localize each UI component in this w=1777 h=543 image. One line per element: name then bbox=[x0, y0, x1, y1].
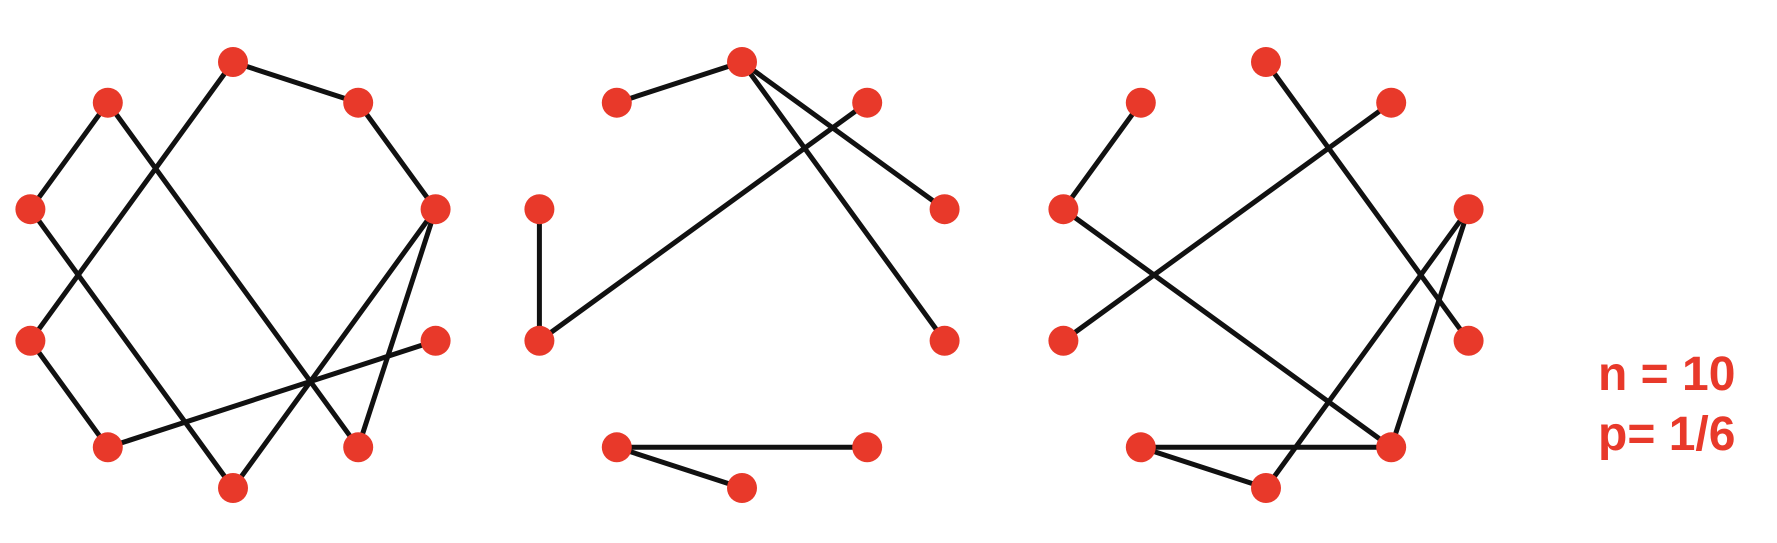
graph-1-vertex-3 bbox=[420, 194, 451, 225]
graph-1-edge-3 bbox=[105, 338, 439, 450]
graph-2-vertex-2 bbox=[852, 87, 883, 118]
p-label: p= 1/6 bbox=[1598, 408, 1736, 461]
graph-1-vertex-10 bbox=[92, 87, 123, 118]
graph-2-vertex-4 bbox=[929, 325, 960, 356]
graph-1-edge-9 bbox=[27, 338, 111, 450]
graph-3-vertex-8 bbox=[1048, 325, 1079, 356]
graph-3-vertex-1 bbox=[1251, 47, 1281, 77]
graph-2-vertex-7 bbox=[601, 432, 632, 463]
graph-2-vertex-8 bbox=[524, 325, 555, 356]
graph-1-vertex-2 bbox=[343, 87, 374, 118]
graph-2-vertex-6 bbox=[727, 473, 757, 503]
graph-1-vertex-9 bbox=[15, 194, 46, 225]
graph-1-edge-10 bbox=[27, 100, 111, 212]
graph-2-edge-1 bbox=[614, 59, 745, 106]
parameter-legend: n = 10 p= 1/6 bbox=[1598, 345, 1735, 465]
graph-2-edge-7 bbox=[536, 100, 870, 344]
graph-3-vertex-4 bbox=[1453, 325, 1484, 356]
graph-1-edge-6 bbox=[230, 206, 439, 491]
graph-1-vertex-4 bbox=[420, 325, 451, 356]
graph-3-edge-1 bbox=[1263, 59, 1472, 344]
graph-2-vertex-9 bbox=[524, 194, 555, 225]
graph-1-edge-2 bbox=[355, 100, 439, 212]
graph-2-vertex-5 bbox=[852, 432, 883, 463]
graph-3-edge-5 bbox=[1388, 206, 1472, 450]
graph-1-edge-5 bbox=[355, 206, 439, 450]
graph-1-vertex-7 bbox=[92, 432, 123, 463]
graph-3-vertex-3 bbox=[1453, 194, 1484, 225]
graph-2-edge-2 bbox=[614, 444, 745, 491]
graph-1-vertex-6 bbox=[218, 473, 248, 503]
graph-3-edge-2 bbox=[1138, 444, 1269, 491]
graph-1-edge-8 bbox=[27, 206, 236, 491]
graph-3-vertex-10 bbox=[1125, 87, 1156, 118]
graph-3-vertex-7 bbox=[1125, 432, 1156, 463]
graph-3-edge-4 bbox=[1060, 100, 1394, 344]
n-label: n = 10 bbox=[1598, 348, 1736, 401]
random-graph-3 bbox=[1048, 47, 1484, 503]
graph-2-edge-5 bbox=[739, 59, 948, 344]
graph-3-vertex-5 bbox=[1376, 432, 1407, 463]
graph-3-vertex-6 bbox=[1251, 473, 1281, 503]
graph-1-vertex-1 bbox=[218, 47, 248, 77]
graph-3-vertex-9 bbox=[1048, 194, 1079, 225]
graph-2-vertex-3 bbox=[929, 194, 960, 225]
graph-2-vertex-10 bbox=[601, 87, 632, 118]
graph-2-edge-4 bbox=[739, 59, 948, 212]
graph-2-vertex-1 bbox=[727, 47, 757, 77]
graph-3-edge-8 bbox=[1060, 206, 1394, 450]
graph-1-vertex-5 bbox=[343, 432, 374, 463]
graph-1-edge-7 bbox=[105, 100, 361, 450]
random-graph-1 bbox=[15, 47, 451, 503]
random-graph-2 bbox=[524, 47, 960, 503]
graph-1-edge-1 bbox=[230, 59, 361, 106]
graph-1-vertex-8 bbox=[15, 325, 46, 356]
graph-3-vertex-2 bbox=[1376, 87, 1407, 118]
graph-1-edge-4 bbox=[27, 59, 236, 344]
graph-3-edge-3 bbox=[1060, 100, 1144, 212]
graph-3-edge-6 bbox=[1263, 206, 1472, 491]
